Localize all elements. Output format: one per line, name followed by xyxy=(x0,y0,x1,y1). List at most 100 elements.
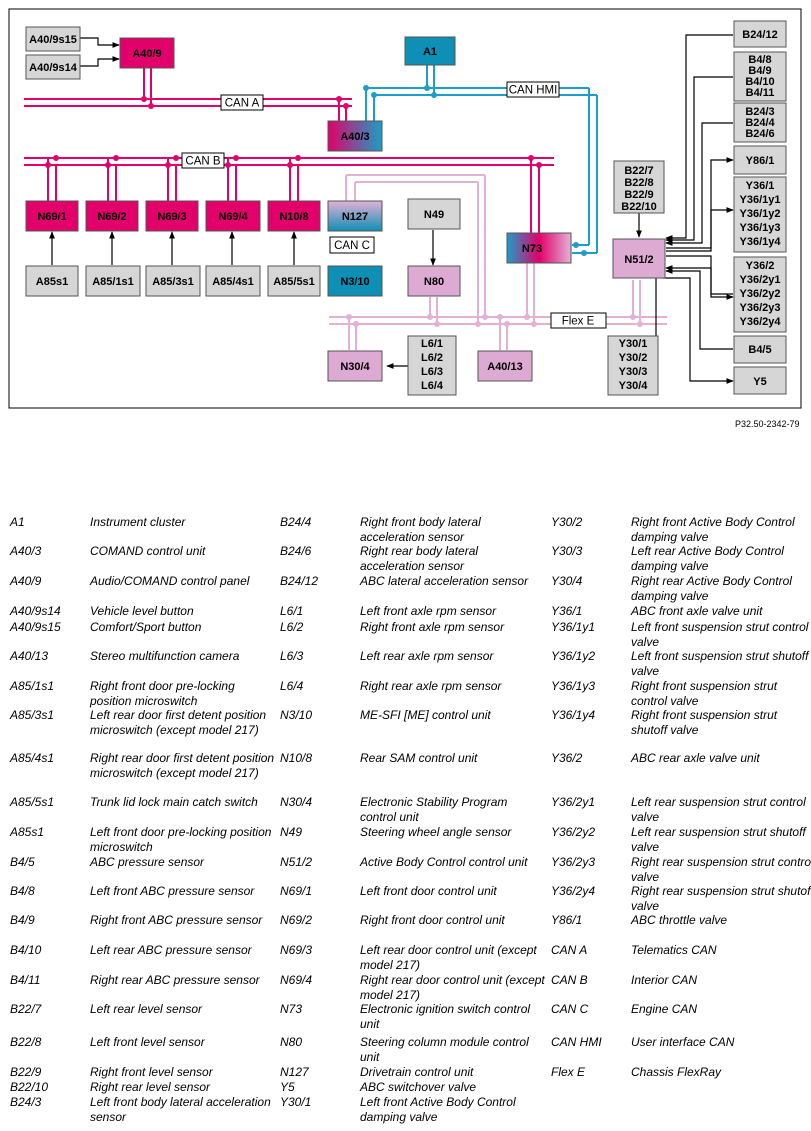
legend-code: N3/10 xyxy=(280,708,313,722)
legend-description: Left front Active Body Control damping v… xyxy=(360,1095,516,1124)
svg-text:B22/7: B22/7 xyxy=(624,165,653,177)
legend-code: B22/9 xyxy=(10,1065,42,1079)
legend-description: Right rear door first detent position mi… xyxy=(90,751,275,780)
svg-text:Y36/1y1: Y36/1y1 xyxy=(740,194,781,206)
can-c-label: CAN C xyxy=(334,240,370,252)
legend-description: Telematics CAN xyxy=(631,943,717,957)
legend-code: CAN C xyxy=(551,1002,589,1016)
box-b4-group: B4/8 B4/9 B4/10 B4/11 xyxy=(745,54,774,99)
box-b4-5: B4/5 xyxy=(748,344,771,356)
legend-description: ABC lateral acceleration sensor xyxy=(360,574,529,588)
legend-code: N127 xyxy=(280,1065,309,1079)
legend-description: Interior CAN xyxy=(631,973,698,987)
legend-code: A40/9s15 xyxy=(10,620,61,634)
legend-description: Left rear Active Body Control damping va… xyxy=(631,544,784,573)
legend-description: ABC rear axle valve unit xyxy=(631,751,760,765)
legend-description: Left rear level sensor xyxy=(90,1002,203,1016)
svg-text:Y36/1y3: Y36/1y3 xyxy=(740,222,781,234)
box-n30-4: N30/4 xyxy=(340,361,370,373)
legend-code: N80 xyxy=(280,1035,303,1049)
legend-code: A85/4s1 xyxy=(10,751,55,765)
legend-code: B22/8 xyxy=(10,1035,42,1049)
legend-description: Engine CAN xyxy=(631,1002,698,1016)
legend-description: Instrument cluster xyxy=(90,515,186,529)
legend-description: Right front level sensor xyxy=(90,1065,213,1079)
svg-text:B22/9: B22/9 xyxy=(624,189,653,201)
legend-description: Right rear suspension strut shutoff valv… xyxy=(631,884,811,913)
box-a40-9s15: A40/9s15 xyxy=(29,34,77,46)
svg-text:Y36/2y2: Y36/2y2 xyxy=(740,288,781,300)
legend-description: Right front Active Body Control damping … xyxy=(631,515,795,544)
legend-code: N49 xyxy=(280,825,303,839)
legend-description: Right rear body lateral acceleration sen… xyxy=(360,544,479,573)
legend-description: Trunk lid lock main catch switch xyxy=(90,795,258,809)
flex-e-label: Flex E xyxy=(562,316,595,328)
box-n69-2: N69/2 xyxy=(97,211,126,223)
box-n10-8: N10/8 xyxy=(279,211,308,223)
legend-description: Left front ABC pressure sensor xyxy=(90,884,255,898)
legend-code: A85s1 xyxy=(10,825,45,839)
box-a1: A1 xyxy=(423,46,437,58)
figure-reference-code: P32.50-2342-79 xyxy=(735,419,800,429)
legend-code: Y30/3 xyxy=(551,544,583,558)
legend-code: A85/1s1 xyxy=(10,679,55,693)
svg-text:L6/3: L6/3 xyxy=(421,366,443,378)
legend-code: Y86/1 xyxy=(551,913,583,927)
legend-code: N51/2 xyxy=(280,855,313,869)
legend-code: A85/5s1 xyxy=(10,795,55,809)
box-a85s1: A85s1 xyxy=(36,276,68,288)
box-a85-3s1: A85/3s1 xyxy=(152,276,194,288)
legend-code: Y36/2y4 xyxy=(551,884,596,898)
box-y36-1-group: Y36/1 Y36/1y1 Y36/1y2 Y36/1y3 Y36/1y4 xyxy=(740,180,782,248)
legend-description: Left rear suspension strut control valve xyxy=(631,795,806,824)
legend-description: ABC front axle valve unit xyxy=(631,604,763,618)
legend-code: Y36/2y1 xyxy=(551,795,596,809)
svg-text:L6/2: L6/2 xyxy=(421,352,443,364)
legend-code: N69/3 xyxy=(280,943,313,957)
box-a85-4s1: A85/4s1 xyxy=(212,276,254,288)
legend-description: Left rear door first detent position mic… xyxy=(90,708,267,737)
legend-code: Y30/4 xyxy=(551,574,583,588)
svg-text:B4/9: B4/9 xyxy=(748,65,771,77)
can-a-bus xyxy=(24,68,352,121)
legend-description: Left front axle rpm sensor xyxy=(360,604,497,618)
legend-code: A1 xyxy=(10,515,25,529)
legend-description: Rear SAM control unit xyxy=(360,751,478,765)
svg-text:Y36/2y3: Y36/2y3 xyxy=(740,302,781,314)
legend-code: Y36/1y3 xyxy=(551,679,596,693)
legend-code: CAN A xyxy=(551,943,588,957)
legend-description: Active Body Control control unit xyxy=(360,855,528,869)
legend-code: A40/9s14 xyxy=(10,604,61,618)
legend-code: Y36/1y4 xyxy=(551,708,596,722)
svg-text:L6/1: L6/1 xyxy=(421,338,443,350)
legend-description: Right rear level sensor xyxy=(90,1080,211,1094)
box-b24-12: B24/12 xyxy=(742,29,777,41)
legend-description: ABC pressure sensor xyxy=(90,855,205,869)
legend-description: Comfort/Sport button xyxy=(90,620,202,634)
legend-description: Chassis FlexRay xyxy=(631,1065,722,1079)
legend-description: COMAND control unit xyxy=(90,544,206,558)
legend-code: N69/1 xyxy=(280,884,313,898)
svg-text:Y36/1y4: Y36/1y4 xyxy=(740,236,782,248)
box-y36-2-group: Y36/2 Y36/2y1 Y36/2y2 Y36/2y3 Y36/2y4 xyxy=(740,260,782,328)
svg-text:B24/3: B24/3 xyxy=(745,106,774,118)
svg-text:Y30/2: Y30/2 xyxy=(619,352,648,364)
legend-code: Flex E xyxy=(551,1065,586,1079)
legend-code: N10/8 xyxy=(280,751,313,765)
legend-code: B4/9 xyxy=(10,913,35,927)
legend-description: Right rear axle rpm sensor xyxy=(360,679,502,693)
box-a40-13: A40/13 xyxy=(487,361,522,373)
legend-code: Y36/2y3 xyxy=(551,855,596,869)
box-a40-9s14: A40/9s14 xyxy=(29,62,78,74)
legend-code: A40/3 xyxy=(10,544,42,558)
legend-code: L6/4 xyxy=(280,679,304,693)
diagram-frame xyxy=(8,8,802,409)
legend-code: A40/13 xyxy=(10,649,49,663)
svg-text:B4/8: B4/8 xyxy=(748,54,771,66)
legend-description: Audio/COMAND control panel xyxy=(90,574,250,588)
legend-description: Right front body lateral acceleration se… xyxy=(360,515,481,544)
legend-code: Y36/1 xyxy=(551,604,583,618)
legend-code: L6/2 xyxy=(280,620,304,634)
box-a85-1s1: A85/1s1 xyxy=(92,276,134,288)
svg-text:Y36/1: Y36/1 xyxy=(746,180,775,192)
